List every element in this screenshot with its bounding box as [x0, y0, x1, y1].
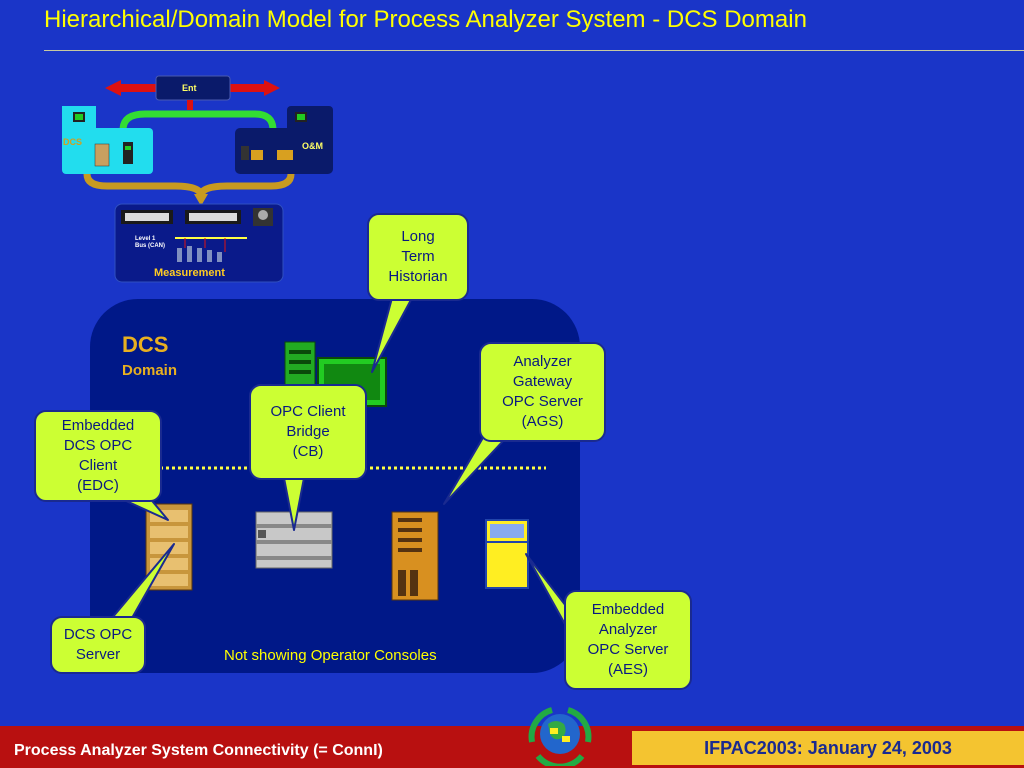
dcs-opc-server-callout: DCS OPC Server: [50, 616, 146, 674]
measurement-connector: [83, 173, 205, 197]
domain-subtitle: Domain: [122, 362, 178, 379]
title-divider: [44, 50, 1024, 51]
embedded-analyzer-callout: Embedded Analyzer OPC Server (AES): [564, 590, 692, 690]
operator-consoles-note: Not showing Operator Consoles: [224, 647, 437, 664]
ent-arrow-left: [105, 80, 165, 96]
embedded-analyzer-text: Embedded Analyzer OPC Server (AES): [587, 601, 669, 678]
om-node-label: O&M: [302, 141, 323, 151]
embedded-analyzer-icon: [485, 519, 529, 589]
opc-client-bridge-callout: OPC Client Bridge (CB): [249, 384, 367, 480]
hierarchy-diagram: [62, 75, 333, 283]
dcs-opc-server-text: DCS OPC Server: [63, 626, 133, 663]
level1-bus-label: Level 1 Bus (CAN): [135, 236, 165, 249]
footer-title: Process Analyzer System Connectivity (= …: [14, 742, 383, 759]
long-term-historian-callout: Long Term Historian: [367, 213, 469, 301]
analyzer-gateway-callout: Analyzer Gateway OPC Server (AGS): [479, 342, 606, 442]
measurement-label: Measurement: [154, 267, 225, 279]
opc-client-bridge-text: OPC Client Bridge (CB): [270, 403, 346, 460]
analyzer-gateway-text: Analyzer Gateway OPC Server (AGS): [502, 353, 583, 430]
domain-title: DCS: [122, 332, 169, 357]
analyzer-gateway-server-icon: [391, 511, 439, 601]
embedded-dcs-opc-client-callout: Embedded DCS OPC Client (EDC): [34, 410, 162, 502]
dcs-opc-server-icon: [145, 503, 193, 591]
embedded-dcs-opc-client-text: Embedded DCS OPC Client (EDC): [61, 417, 135, 494]
page-title: Hierarchical/Domain Model for Process An…: [44, 6, 807, 33]
footer-event-date: IFPAC2003: January 24, 2003: [632, 731, 1024, 765]
long-term-historian-text: Long Term Historian: [388, 228, 448, 285]
ent-label: Ent: [182, 83, 197, 93]
recycle-globe-logo: [528, 707, 592, 766]
ent-arrow-right: [230, 80, 280, 96]
ent-connector: [119, 110, 277, 131]
dcs-node-label: DCS: [63, 137, 83, 147]
